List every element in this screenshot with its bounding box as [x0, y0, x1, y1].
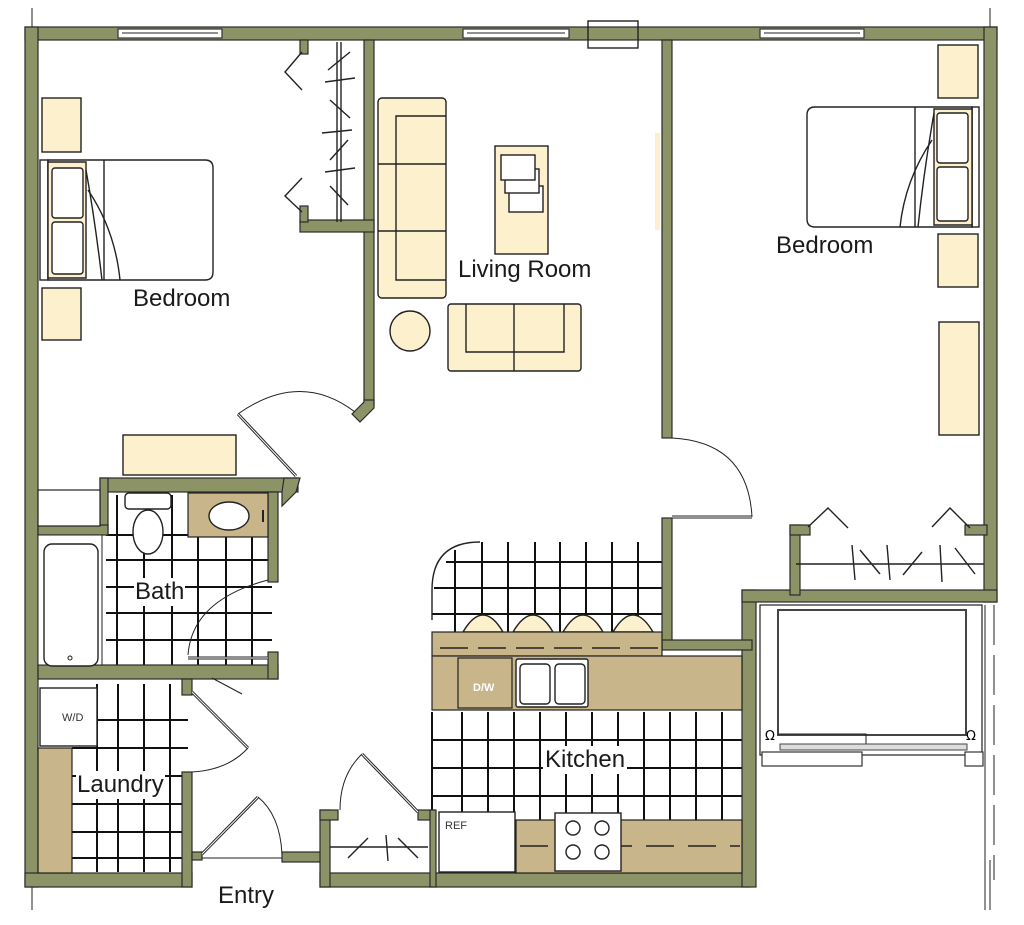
dresser — [122, 434, 237, 476]
nightstand — [937, 233, 979, 288]
bar-stools — [461, 614, 655, 633]
refrigerator-label: REF — [445, 820, 467, 832]
room-label-bedroom-left: Bedroom — [133, 285, 231, 312]
right-bedroom-furniture — [671, 44, 984, 583]
kitchen-tile-floor — [431, 541, 742, 820]
loveseat — [447, 303, 582, 372]
left-bedroom-furniture — [39, 42, 356, 478]
sink — [208, 501, 250, 531]
room-label-living-room: Living Room — [458, 256, 592, 283]
room-label-entry: Entry — [218, 882, 275, 909]
bedroom-right-door — [671, 437, 753, 519]
laundry-shelf — [37, 747, 73, 874]
kitchen-counters — [431, 614, 743, 874]
bath-fixtures — [37, 489, 269, 667]
dresser — [938, 321, 980, 436]
living-room-furniture — [377, 97, 660, 372]
entry-fixtures — [200, 752, 428, 862]
toilet-tank — [124, 492, 172, 510]
bathtub — [43, 543, 99, 667]
nightstand — [41, 287, 82, 341]
sofa — [377, 97, 447, 299]
svg-text:Ω: Ω — [966, 729, 976, 744]
washer-dryer-label: W/D — [62, 712, 84, 724]
svg-text:Ω: Ω — [765, 729, 775, 744]
room-label-bath: Bath — [134, 578, 186, 606]
bed — [806, 106, 980, 228]
washer-dryer — [39, 687, 98, 747]
stove — [554, 812, 622, 872]
side-table — [389, 310, 431, 352]
windows — [117, 20, 865, 49]
tv-stand — [655, 133, 660, 230]
dishwasher — [457, 657, 513, 709]
coffee-table — [494, 145, 549, 255]
laundry-fixtures — [37, 677, 250, 874]
bedroom-left-door — [236, 391, 356, 478]
dishwasher-label: D/W — [473, 682, 495, 694]
closet-right — [796, 506, 984, 583]
bed — [39, 159, 214, 281]
nightstand — [937, 44, 979, 99]
toilet — [132, 509, 164, 555]
walls — [24, 26, 998, 888]
balcony: Ω Ω — [759, 604, 995, 910]
room-label-laundry: Laundry — [76, 771, 165, 799]
room-label-kitchen: Kitchen — [543, 746, 628, 774]
closet-left — [284, 42, 356, 222]
nightstand — [41, 97, 82, 153]
refrigerator — [438, 811, 516, 873]
room-label-bedroom-right: Bedroom — [776, 232, 874, 259]
